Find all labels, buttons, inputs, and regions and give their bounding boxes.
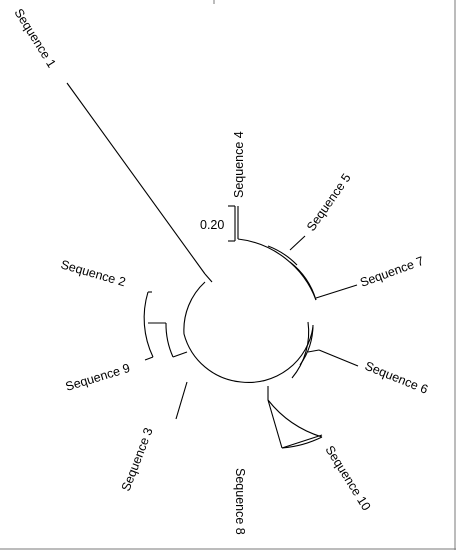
taxon-label-seq9: Sequence 9 [64,361,132,394]
branch-seq10 [281,434,323,449]
branch-seq7 [315,284,358,299]
taxon-label-seq3: Sequence 3 [119,426,156,493]
branch-seq3 [175,381,188,420]
clade-arc-lower-right [291,321,314,379]
branch-seq9 [144,356,154,361]
taxon-label-seq6: Sequence 6 [363,359,430,397]
scale-bar-label: 0.20 [200,218,224,232]
taxon-label-seq4: Sequence 4 [232,131,246,198]
taxon-label-seq10: Sequence 10 [322,443,373,513]
branch-seq6 [307,349,359,367]
taxon-label-seq1: Sequence 1 [11,6,58,70]
root-ring [183,281,314,383]
branch-seq5 [289,235,306,251]
taxon-label-seq7: Sequence 7 [358,254,426,290]
taxon-label-seq8: Sequence 8 [233,468,247,535]
branch-seq8 [267,386,283,449]
taxon-label-seq2: Sequence 2 [59,257,127,289]
branch-seq1 [66,82,213,283]
clade-arc-left [143,291,188,358]
clade-arc-bottom [267,399,323,449]
taxon-label-seq5: Sequence 5 [304,171,354,234]
clade-arc-upper-right [237,238,317,301]
scale-bar: 0.20 [200,205,236,242]
